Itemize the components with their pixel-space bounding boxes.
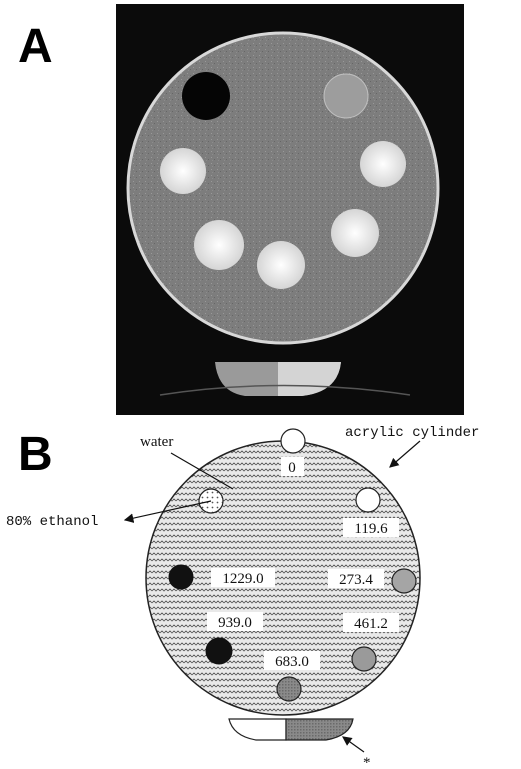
insert-dark [182,72,230,120]
insert-bright [331,209,379,257]
insert-273-4 [392,569,416,593]
acrylic-arrow [390,441,420,467]
insert-bright [160,148,206,194]
value-683-0: 683.0 [275,654,309,670]
insert-939-0 [206,638,232,664]
insert-bright [257,241,305,289]
insert-461-2 [352,647,376,671]
insert-683-0 [277,677,301,701]
insert-ethanol [324,74,368,118]
ct-image [116,4,464,415]
bolus-arrow [343,737,364,752]
panel-a-label: A [18,20,53,73]
value-1229-0: 1229.0 [222,571,263,587]
asterisk-label: * [363,755,371,769]
value-119-6: 119.6 [354,521,388,537]
bolus-left [229,719,286,740]
ethanol-label: 80% ethanol [6,514,98,530]
schematic: 0 119.6 1229.0 273.4 939.0 461.2 683.0 w… [6,425,479,769]
water-label: water [140,434,173,450]
insert-0 [281,429,305,453]
insert-119-6 [356,488,380,512]
value-939-0: 939.0 [218,615,252,631]
bolus-right [286,719,353,740]
insert-1229-0 [169,565,193,589]
insert-bright [360,141,406,187]
insert-bright [194,220,244,270]
value-461-2: 461.2 [354,616,388,632]
panel-b-label: B [18,428,53,481]
acrylic-label: acrylic cylinder [345,425,479,441]
value-0: 0 [288,460,296,476]
value-273-4: 273.4 [339,572,373,588]
